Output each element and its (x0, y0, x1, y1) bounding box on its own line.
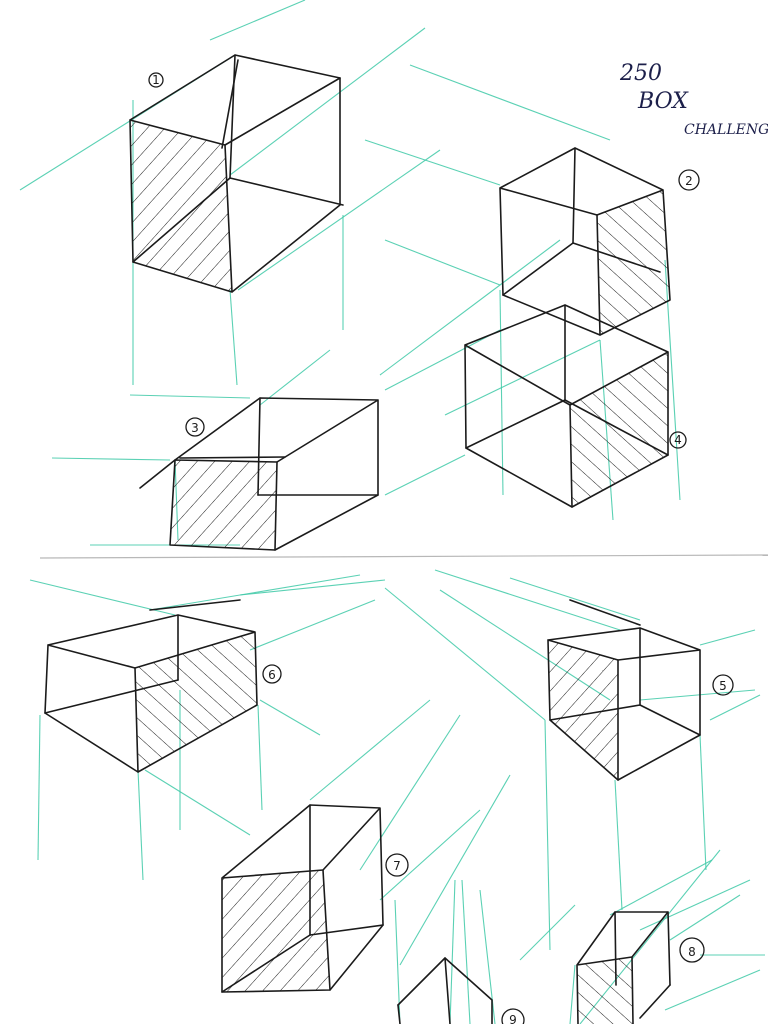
box-label-5: 5 (712, 674, 734, 696)
box-label-4: 4 (669, 431, 687, 449)
box-4-sketch (464, 304, 669, 508)
box-label-8: 8 (679, 937, 705, 963)
svg-text:6: 6 (268, 668, 276, 682)
box-label-3: 3 (185, 417, 205, 437)
svg-text:1: 1 (152, 73, 160, 87)
box-6-sketch (44, 599, 258, 773)
box-label-7: 7 (385, 853, 409, 877)
svg-text:3: 3 (191, 421, 199, 435)
box-7-sketch (221, 804, 384, 993)
box-label-9: 9 (501, 1008, 525, 1024)
box-2-sketch (499, 147, 671, 336)
svg-text:4: 4 (674, 433, 682, 447)
box-label-1: 1 (148, 72, 164, 88)
box-label-2: 2 (678, 169, 700, 191)
title-line-challenge: CHALLENGE (684, 122, 768, 138)
challenge-title: 250 BOX CHALLENGE (619, 61, 768, 138)
title-line-box: BOX (637, 89, 689, 114)
box-label-6: 6 (262, 664, 282, 684)
svg-text:7: 7 (393, 859, 401, 873)
box-3-sketch (139, 397, 379, 551)
title-line-250: 250 (619, 61, 662, 86)
box-9-sketch (397, 957, 493, 1024)
svg-text:2: 2 (685, 174, 693, 188)
svg-text:9: 9 (509, 1013, 517, 1024)
box-1-sketch (129, 54, 344, 293)
svg-text:8: 8 (688, 945, 696, 959)
box-5-sketch (547, 599, 701, 781)
svg-text:5: 5 (719, 679, 727, 693)
box-8-sketch (576, 911, 671, 1024)
page-fold-line (39, 554, 768, 559)
